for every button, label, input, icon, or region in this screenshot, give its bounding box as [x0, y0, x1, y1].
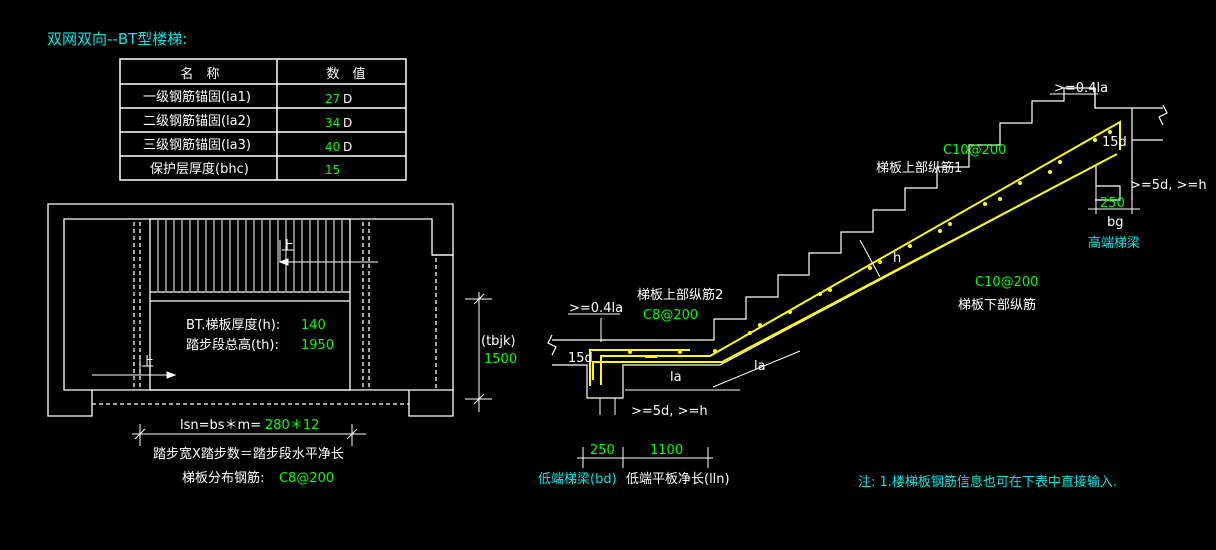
- upper-rebar2-label: 梯板上部纵筋2: [637, 287, 723, 303]
- high-beam-code: bg: [1107, 215, 1124, 230]
- note-text: 注: 1.楼梯板钢筋信息也可在下表中直接输入.: [858, 474, 1117, 490]
- plan-wall-right: [432, 254, 454, 390]
- table-row-unit: D: [343, 92, 352, 106]
- plan-tread-lines: [157, 220, 343, 291]
- table-row-value[interactable]: 40: [325, 140, 340, 154]
- table-header-value: 数 值: [326, 66, 365, 82]
- break-line-left: [547, 334, 557, 356]
- thickness-value[interactable]: 140: [301, 318, 326, 333]
- upper-rebar1-label: 梯板上部纵筋1: [876, 160, 962, 176]
- la-label-2: la: [754, 359, 766, 374]
- break-line-right: [1158, 104, 1168, 126]
- high-beam-value[interactable]: 250: [1100, 196, 1125, 211]
- thickness-h-label: h: [893, 251, 901, 266]
- stair-plan-view: [47, 203, 454, 417]
- plan-up-label-bottom: 上: [141, 355, 154, 370]
- bottom-15d-label: 15d: [568, 351, 593, 366]
- low-platform-value[interactable]: 1100: [650, 443, 683, 458]
- distribution-rebar-label: 梯板分布钢筋:: [182, 470, 264, 486]
- stair-section-view: [547, 87, 1168, 399]
- bottom-anchor-label: >=0.4la: [569, 301, 623, 316]
- section-dimensions: [568, 93, 1140, 468]
- tbjk-label: (tbjk): [481, 334, 516, 349]
- bottom-5d-label: >=5d, >=h: [631, 404, 708, 419]
- drawing-title: 双网双向--BT型楼梯:: [47, 30, 187, 48]
- plan-up-label-top: 上: [281, 239, 294, 254]
- table-row-name: 二级钢筋锚固(la2): [143, 113, 251, 129]
- rebar-lines: [589, 120, 1121, 386]
- lower-rebar-spec[interactable]: C10@200: [975, 275, 1038, 290]
- thickness-label: BT.梯板厚度(h):: [186, 317, 280, 333]
- low-beam-label: 低端梯梁(bd): [538, 472, 617, 487]
- lsn-description: 踏步宽X踏步数＝踏步段水平净长: [153, 446, 344, 462]
- lower-rebar-label: 梯板下部纵筋: [958, 297, 1036, 313]
- table-row-unit: D: [343, 140, 352, 154]
- table-row-name: 保护层厚度(bhc): [150, 161, 249, 177]
- high-beam-label: 高端梯梁: [1088, 235, 1140, 251]
- upper-rebar: [600, 120, 1121, 385]
- plan-flight-box: [149, 218, 351, 391]
- upper-rebar2-spec[interactable]: C8@200: [643, 308, 698, 323]
- plan-up-arrow-bottom: [92, 355, 177, 379]
- lsn-dimension: [132, 424, 366, 446]
- table-row-name: 一级钢筋锚固(la1): [143, 89, 251, 105]
- section-slab-underside: [552, 164, 1121, 399]
- section-high-beam: [1094, 88, 1163, 200]
- table-row-value[interactable]: 34: [325, 116, 340, 130]
- table-row-unit: D: [343, 116, 352, 130]
- height-label: 踏步段总高(th):: [186, 337, 279, 353]
- plan-wall-outline: [47, 203, 454, 417]
- table-row-name: 三级钢筋锚固(la3): [143, 137, 251, 153]
- table-row-value[interactable]: 15: [325, 163, 340, 177]
- top-15d-label: 15d: [1102, 135, 1127, 150]
- tbjk-dimension: [465, 292, 492, 412]
- table-border: [119, 58, 407, 181]
- lower-rebar: [592, 153, 1118, 380]
- rebar-dots: [628, 130, 1112, 354]
- plan-wall-corner: [408, 389, 454, 417]
- la-label-1: la: [670, 370, 682, 385]
- upper-rebar1-spec[interactable]: C10@200: [943, 143, 1006, 158]
- lsn-label: lsn=bs＊m=: [180, 418, 261, 433]
- low-platform-label: 低端平板净长(lln): [626, 472, 730, 487]
- table-header-name: 名 称: [180, 66, 219, 82]
- plan-up-arrow-top: [278, 240, 378, 266]
- top-anchor-label: >=0.4la: [1054, 81, 1108, 96]
- parameter-table: [119, 58, 407, 181]
- low-beam-value[interactable]: 250: [590, 443, 615, 458]
- top-5d-label: >=5d, >=h: [1130, 178, 1207, 193]
- height-value[interactable]: 1950: [301, 338, 334, 353]
- lsn-value[interactable]: 280＊12: [265, 418, 319, 433]
- section-step-profile: [552, 87, 1163, 341]
- rebar-hooks: [645, 349, 660, 358]
- table-row-value[interactable]: 27: [325, 92, 340, 106]
- tbjk-value[interactable]: 1500: [484, 352, 517, 367]
- distribution-rebar-value[interactable]: C8@200: [279, 471, 334, 486]
